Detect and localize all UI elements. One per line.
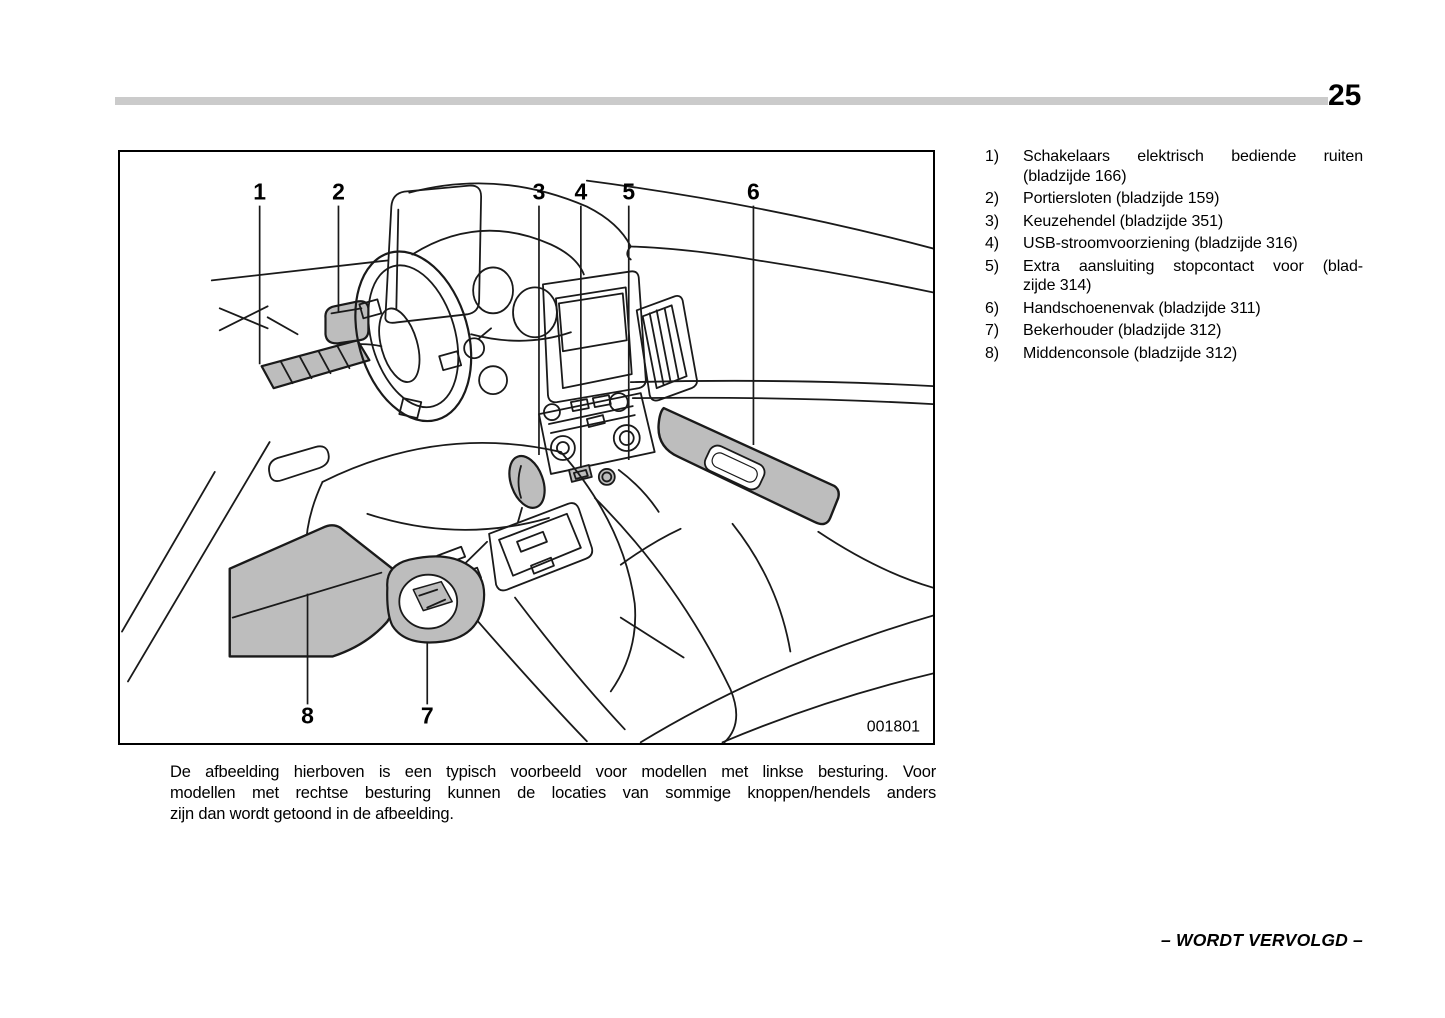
parts-list-item-number: 6) [985,299,1000,317]
parts-list-item-number: 8) [985,344,1000,362]
callout-numbers: 1 2 3 4 5 6 7 8 [253,179,760,729]
door-grip [324,300,370,345]
window-switches [260,339,371,390]
hvac-panel [538,392,656,475]
parts-list-item: 6) Handschoenenvak (bladzijde 311) [985,299,1363,319]
passenger-area-lines [619,522,933,743]
callout-5: 5 [622,179,635,205]
callout-leader-lines [258,205,755,705]
parts-list-item-number: 7) [985,322,1000,339]
parts-list-item: 3) Keuzehendel (bladzijde 351) [985,212,1363,232]
parts-list-item-text: Schakelaars elektrisch bediende ruiten(b… [1023,148,1363,185]
driver-seat [305,442,637,693]
callout-1: 1 [253,179,266,205]
cup-holder [386,555,486,644]
center-display [542,270,647,421]
callout-4: 4 [574,179,587,205]
figure-caption-line: modellen met rechtse besturing kunnen de… [170,784,936,802]
parts-list-item-number: 4) [985,235,1000,252]
parts-list-item: 2) Portiersloten (bladzijde 159) [985,189,1363,209]
parts-list-item-number: 5) [985,257,1000,275]
glovebox [657,406,840,526]
parts-list-item-text: Keuzehendel (bladzijde 351) [1023,212,1224,230]
parts-list-item-text: Middenconsole (bladzijde 312) [1023,344,1238,362]
shift-lever [488,454,594,592]
figure-caption-line: De afbeelding hierboven is een typisch v… [170,763,936,781]
accessory-socket [597,468,660,513]
dashboard-illustration: 1 2 3 4 5 6 7 8 001801 [121,179,933,743]
callout-3: 3 [533,179,546,205]
callout-2: 2 [332,179,345,205]
instrument-cluster [411,229,585,396]
page-number: 25 [1328,79,1362,112]
header-rule [115,97,1328,105]
parts-list-item-number: 1) [985,148,1000,165]
figure-caption: De afbeelding hierboven is een typisch v… [170,762,936,825]
parts-list-item-number: 3) [985,212,1000,230]
parts-list-item-text: Portiersloten (bladzijde 159) [1023,190,1220,207]
callout-7: 7 [421,702,434,728]
parts-list-item: 4) USB-stroomvoorziening (bladzijde 316) [985,234,1363,254]
armrest [228,524,408,658]
callout-8: 8 [301,702,314,728]
air-vent [635,294,698,402]
parts-list-item: 5) Extra aansluiting stopcontact voor (bl… [985,257,1363,296]
dashboard-top [408,179,933,406]
steering-wheel [354,250,473,423]
parts-list-item: 1) Schakelaars elektrisch bediende ruiten… [985,147,1363,186]
callout-6: 6 [747,179,760,205]
parts-list-item-number: 2) [985,190,1000,207]
parts-list-item-text: Handschoenenvak (bladzijde 311) [1023,299,1261,317]
side-mirror-icon [384,184,483,324]
figure-caption-line: zijn dan wordt getoond in de afbeelding. [170,805,454,823]
parts-list-item-text: Bekerhouder (bladzijde 312) [1023,322,1222,339]
parts-list-item-text: USB-stroomvoorziening (bladzijde 316) [1023,235,1298,252]
parts-list-item: 8) Middenconsole (bladzijde 312) [985,344,1363,364]
figure-image-code: 001801 [867,718,920,735]
parts-list: 1) Schakelaars elektrisch bediende ruiten… [985,147,1363,366]
figure-frame: 1 2 3 4 5 6 7 8 001801 [118,150,935,745]
continued-note: – WORDT VERVOLGD – [1161,930,1363,950]
parts-list-item: 7) Bekerhouder (bladzijde 312) [985,321,1363,341]
parts-list-item-text: Extra aansluiting stopcontact voor (blad… [1023,257,1363,295]
